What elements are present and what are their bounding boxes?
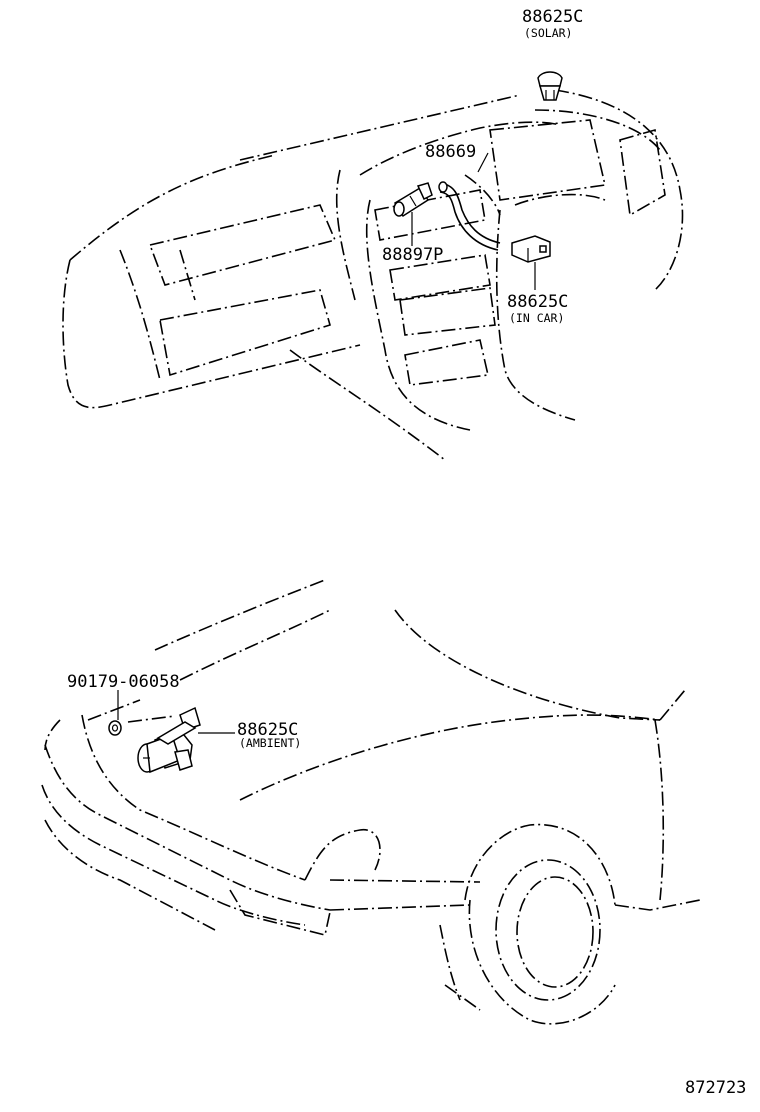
aspirator-icon [393,182,433,218]
aspirator-part-number: 88897P [382,245,443,265]
figure-id: 872723 [685,1078,746,1098]
ambient-part-note: (AMBIENT) [239,736,301,750]
solar-part-number: 88625C [522,7,583,27]
bolt-icon [108,720,122,736]
in-car-sensor-icon [511,235,551,263]
hose-part-number: 88669 [425,142,476,162]
ambient-sensor-icon [137,706,201,774]
solar-sensor-icon [537,71,563,101]
in-car-part-number: 88625C [507,292,568,312]
solar-part-note: (SOLAR) [524,26,572,40]
leader-lines-bottom [117,690,235,734]
in-car-part-note: (IN CAR) [509,311,564,325]
ambient-part-number: 88625C [237,720,298,740]
bolt-part-number: 90179-06058 [67,672,180,692]
car-front-outline [41,579,701,1025]
dashboard-outline [62,89,684,461]
aspirator-hose-icon [438,181,501,251]
leader-lines-top [411,152,536,290]
